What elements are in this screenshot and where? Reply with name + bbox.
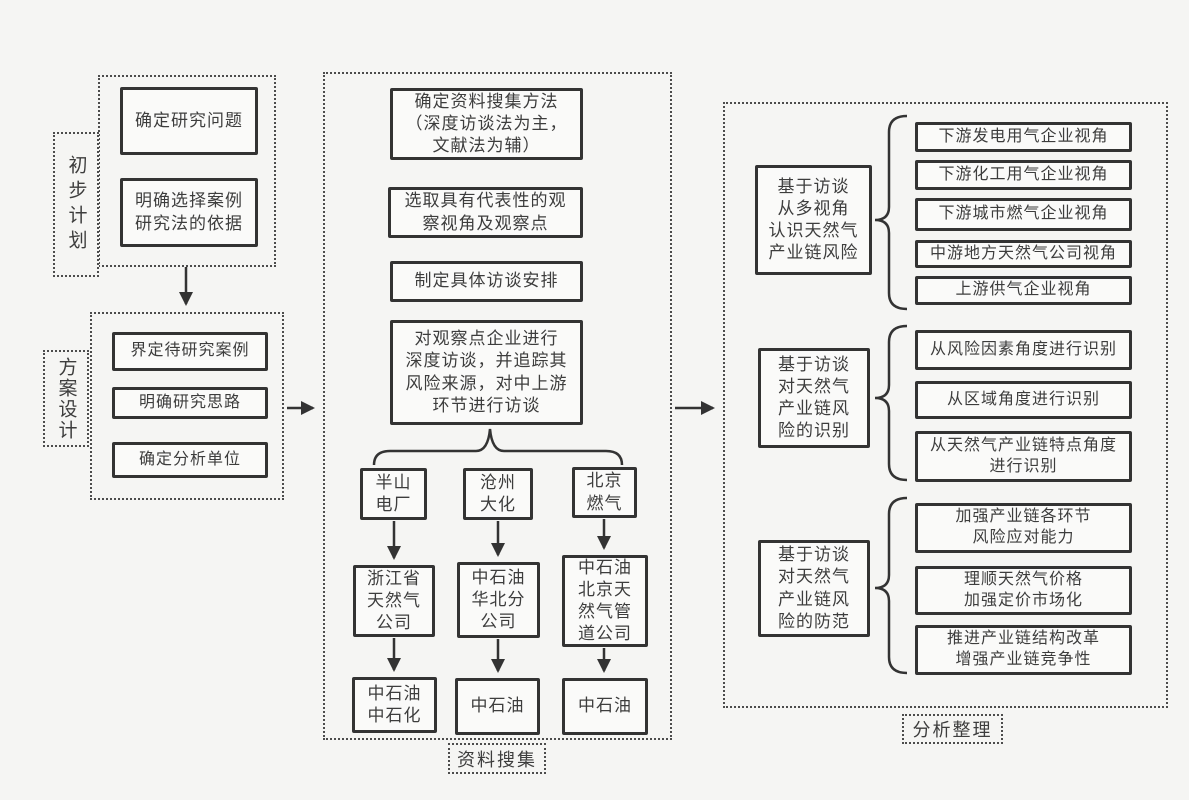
box-case3-midstream: 中石油 北京天 然气管 道公司	[562, 555, 648, 647]
box-case1-site: 半山 电厂	[360, 468, 427, 520]
box-group2-source: 基于访谈 对天然气 产业链风 险的识别	[758, 348, 870, 448]
box-research-approach: 明确研究思路	[112, 387, 268, 419]
box-case2-site: 沧州 大化	[463, 468, 533, 520]
box-group1-target3: 下游城市燃气企业视角	[915, 198, 1132, 231]
box-group2-target2: 从区域角度进行识别	[915, 381, 1132, 419]
data-collection-label: 资料搜集	[448, 743, 546, 774]
initial-plan-container	[98, 75, 276, 267]
box-group1-target5: 上游供气企业视角	[915, 276, 1132, 305]
box-group3-target2: 理顺天然气价格 加强定价市场化	[915, 566, 1132, 615]
analysis-label: 分析整理	[902, 714, 1003, 744]
scheme-design-label: 方案设计	[43, 350, 89, 447]
box-group1-source: 基于访谈 从多视角 认识天然气 产业链风险	[755, 165, 872, 275]
box-group2-target3: 从天然气产业链特点角度 进行识别	[915, 431, 1132, 482]
box-group3-target1: 加强产业链各环节 风险应对能力	[915, 503, 1132, 553]
box-case-method-rationale: 明确选择案例 研究法的依据	[120, 178, 258, 247]
analysis-container	[723, 102, 1168, 708]
box-case3-upstream: 中石油	[562, 678, 648, 735]
scheme-design-container	[90, 312, 284, 500]
box-group3-target3: 推进产业链结构改革 增强产业链竞争性	[915, 625, 1132, 675]
box-define-research-question: 确定研究问题	[120, 87, 258, 155]
box-collection-method: 确定资料搜集方法 （深度访谈法为主， 文献法为辅）	[390, 88, 583, 160]
initial-plan-label: 初步计划	[53, 132, 99, 277]
box-observation-points: 选取具有代表性的观 察视角及观察点	[388, 187, 583, 238]
box-group1-target2: 下游化工用气企业视角	[915, 160, 1132, 190]
box-interview-schedule: 制定具体访谈安排	[390, 261, 583, 302]
box-case1-midstream: 浙江省 天然气 公司	[353, 565, 435, 637]
box-case2-upstream: 中石油	[455, 678, 540, 735]
data-collection-container	[323, 72, 672, 740]
box-group3-source: 基于访谈 对天然气 产业链风 险的防范	[758, 540, 870, 637]
box-unit-of-analysis: 确定分析单位	[112, 442, 268, 478]
box-group2-target1: 从风险因素角度进行识别	[915, 330, 1132, 370]
box-case1-upstream: 中石油 中石化	[352, 677, 437, 733]
box-group1-target4: 中游地方天然气公司视角	[915, 240, 1132, 268]
box-case2-midstream: 中石油 华北分 公司	[457, 562, 540, 638]
box-case3-site: 北京 燃气	[572, 467, 637, 518]
box-group1-target1: 下游发电用气企业视角	[915, 122, 1132, 152]
box-deep-interviews: 对观察点企业进行 深度访谈，并追踪其 风险来源，对中上游 环节进行访谈	[390, 320, 583, 425]
box-define-cases: 界定待研究案例	[112, 332, 268, 371]
